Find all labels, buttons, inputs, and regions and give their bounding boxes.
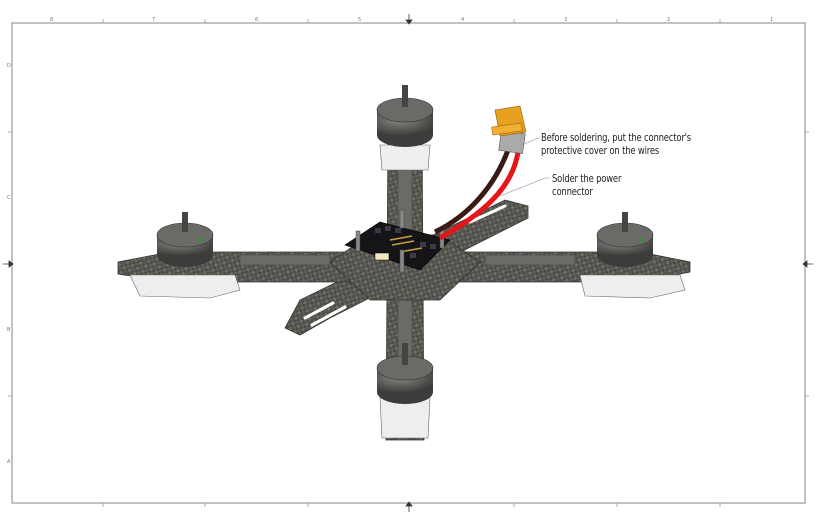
zone-col-label: 8 — [50, 17, 54, 23]
annotation-protective-cover: Before soldering, put the connector's pr… — [541, 131, 691, 157]
zone-row-label: D — [7, 63, 11, 69]
drone-assembly — [117, 85, 691, 441]
centering-arrows — [3, 14, 813, 512]
wire-black — [433, 149, 511, 235]
motor-left — [129, 212, 241, 299]
zone-col-label: 5 — [358, 17, 362, 23]
zone-col-label: 2 — [667, 17, 671, 23]
zone-col-label: 1 — [770, 17, 774, 23]
leader-line-1 — [521, 137, 540, 146]
annotation-solder-connector: Solder the power connector — [552, 172, 621, 198]
zone-row-label: A — [7, 459, 11, 465]
zone-col-label: 7 — [152, 17, 156, 23]
annotation-line: connector — [552, 185, 593, 198]
zone-row-label: C — [7, 195, 11, 201]
leader-line-2 — [499, 177, 550, 197]
motor-bottom — [376, 343, 434, 439]
annotation-line: protective cover on the wires — [541, 144, 660, 157]
border-ticks — [8, 19, 809, 507]
motor-right — [579, 212, 686, 299]
zone-col-label: 6 — [255, 17, 259, 23]
xt60-connector — [491, 105, 527, 154]
zone-col-label: 4 — [461, 17, 465, 23]
wire-red — [438, 151, 521, 241]
annotation-line: Before soldering, put the connector's — [541, 131, 692, 144]
pdb-board — [344, 221, 451, 271]
zone-col-label: 3 — [564, 17, 568, 23]
zone-row-label: B — [7, 327, 11, 333]
motor-top — [376, 85, 434, 171]
annotation-line: Solder the power — [552, 172, 622, 185]
